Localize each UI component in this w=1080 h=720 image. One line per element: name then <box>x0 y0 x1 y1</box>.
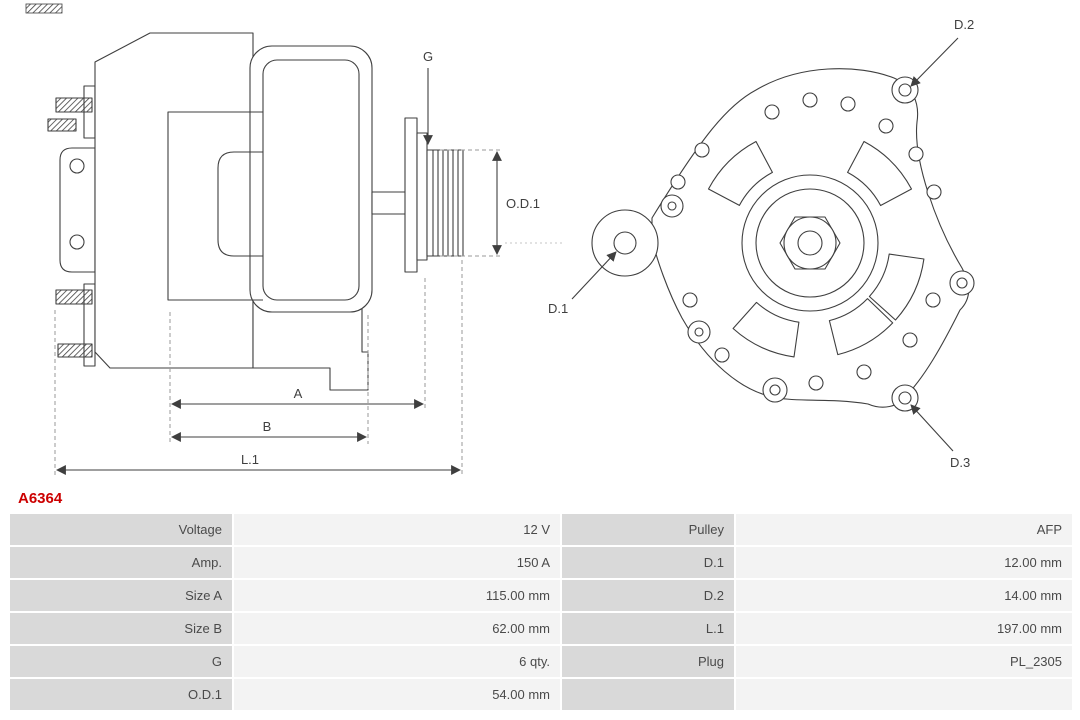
spec-label-plug: Plug <box>562 646 734 677</box>
spec-label-empty <box>562 679 734 710</box>
spec-label-voltage: Voltage <box>10 514 232 545</box>
side-view-drawing <box>47 32 464 391</box>
spec-row: Size A 115.00 mm D.2 14.00 mm <box>10 580 1072 611</box>
part-number: A6364 <box>18 490 63 507</box>
front-view-callouts: D.2 D.1 D.3 <box>548 17 974 470</box>
spec-value-empty <box>736 679 1072 710</box>
callout-label-d3: D.3 <box>950 455 970 470</box>
corner-mark <box>25 3 63 14</box>
spec-label-pulley: Pulley <box>562 514 734 545</box>
callout-label-d2: D.2 <box>954 17 974 32</box>
spec-row: Voltage 12 V Pulley AFP <box>10 514 1072 545</box>
spec-value-g: 6 qty. <box>234 646 560 677</box>
spec-row: Size B 62.00 mm L.1 197.00 mm <box>10 613 1072 644</box>
alternator-technical-drawing: G O.D.1 A B L.1 <box>25 3 975 477</box>
spec-label-size-a: Size A <box>10 580 232 611</box>
spec-value-voltage: 12 V <box>234 514 560 545</box>
spec-label-size-b: Size B <box>10 613 232 644</box>
spec-label-l1: L.1 <box>562 613 734 644</box>
spec-label-d1: D.1 <box>562 547 734 578</box>
side-view-dimensions: G O.D.1 A B L.1 <box>54 49 562 477</box>
dim-label-od1: O.D.1 <box>506 196 540 211</box>
spec-value-l1: 197.00 mm <box>736 613 1072 644</box>
spec-value-size-b: 62.00 mm <box>234 613 560 644</box>
spec-label-g: G <box>10 646 232 677</box>
spec-value-plug: PL_2305 <box>736 646 1072 677</box>
dim-label-g: G <box>423 49 433 64</box>
spec-label-od1: O.D.1 <box>10 679 232 710</box>
spec-value-size-a: 115.00 mm <box>234 580 560 611</box>
spec-row: G 6 qty. Plug PL_2305 <box>10 646 1072 677</box>
dim-label-l1: L.1 <box>241 452 259 467</box>
spec-row: Amp. 150 A D.1 12.00 mm <box>10 547 1072 578</box>
spec-value-d1: 12.00 mm <box>736 547 1072 578</box>
spec-value-od1: 54.00 mm <box>234 679 560 710</box>
callout-label-d1: D.1 <box>548 301 568 316</box>
spec-value-d2: 14.00 mm <box>736 580 1072 611</box>
front-view-drawing <box>591 68 975 412</box>
spec-table: Voltage 12 V Pulley AFP Amp. 150 A D.1 1… <box>10 514 1072 710</box>
spec-label-amp: Amp. <box>10 547 232 578</box>
dim-label-b: B <box>263 419 272 434</box>
spec-value-amp: 150 A <box>234 547 560 578</box>
spec-row: O.D.1 54.00 mm <box>10 679 1072 710</box>
spec-value-pulley: AFP <box>736 514 1072 545</box>
dim-label-a: A <box>294 386 303 401</box>
spec-label-d2: D.2 <box>562 580 734 611</box>
